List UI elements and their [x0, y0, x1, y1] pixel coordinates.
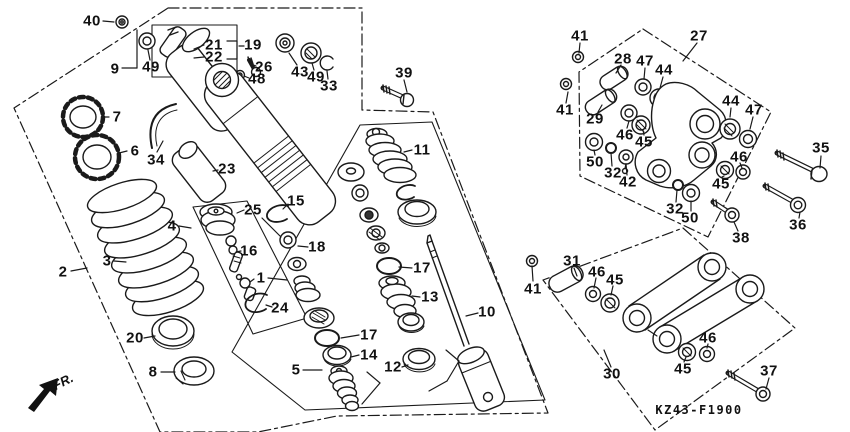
bracket-line [261, 217, 282, 238]
leader-line-40 [102, 20, 115, 23]
leader-line-41 [578, 42, 581, 54]
leader-line-10 [465, 312, 479, 317]
leader-line-47 [749, 116, 754, 130]
leader-line-31 [573, 267, 578, 277]
leader-line-49 [147, 49, 151, 61]
leader-line-30 [603, 349, 612, 368]
leader-line-45 [610, 285, 614, 296]
linkage-parts [525, 50, 828, 402]
leader-line-2 [70, 267, 88, 272]
leader-line-15 [282, 203, 289, 210]
bracket-line [446, 360, 460, 382]
leader-line-43 [288, 52, 298, 66]
bracket-line [361, 382, 381, 405]
leader-line-45 [683, 356, 687, 363]
leader-line-21 [193, 44, 205, 50]
leader-line-41 [565, 91, 569, 104]
leader-line-3 [113, 260, 127, 263]
coil-spring [86, 178, 205, 317]
leader-line-11 [403, 149, 413, 153]
nut-40 [115, 15, 129, 29]
leader-line-32 [675, 189, 678, 203]
leader-line-47 [643, 67, 646, 80]
leader-line-1 [249, 278, 255, 283]
bracket-line [428, 380, 448, 392]
leader-line-34 [156, 140, 164, 153]
leader-line-25 [236, 209, 245, 214]
leader-line-20 [143, 335, 156, 339]
leader-line-46 [706, 343, 709, 349]
shock-absorber-parts [60, 15, 506, 412]
leader-line-29 [597, 104, 603, 113]
leader-line-18 [297, 245, 309, 248]
leader-line-46 [739, 162, 743, 169]
leader-line-50 [593, 149, 596, 156]
diagram-code: KZ43-F1900 [655, 403, 743, 417]
leader-line-36 [798, 211, 801, 219]
leader-line-39 [403, 79, 408, 93]
bracket-line [445, 349, 460, 362]
bracket-line [366, 371, 381, 384]
leader-line-17 [340, 334, 360, 339]
leader-line-27 [682, 42, 698, 62]
leader-line-13 [411, 295, 421, 298]
leader-line-33 [326, 70, 329, 80]
leader-line-14 [350, 354, 360, 358]
leader-line-24 [265, 304, 273, 308]
leader-line-22 [193, 56, 205, 59]
leader-line-6 [118, 150, 128, 154]
leader-line-17 [398, 266, 413, 269]
leader-line-48 [243, 75, 250, 79]
leader-line-38 [733, 221, 739, 232]
leader-line-46 [593, 277, 597, 289]
leader-line-23 [212, 169, 219, 172]
leader-line-44 [729, 107, 732, 118]
leader-line-42 [625, 163, 628, 176]
assembly-borders [13, 7, 796, 432]
leader-line-44 [659, 76, 664, 89]
leader-line-35 [819, 155, 822, 169]
leader-line-32 [610, 152, 613, 167]
leader-line-16 [235, 250, 242, 253]
leader-line-26 [250, 63, 257, 67]
bracket-line [267, 277, 288, 281]
leader-line-37 [765, 377, 770, 390]
leader-line-41 [531, 265, 534, 282]
leader-line-45 [642, 129, 645, 136]
leader-line-46 [626, 120, 630, 129]
fr-direction-arrow [28, 378, 58, 412]
leader-lines [70, 20, 822, 405]
leader-line-12 [401, 364, 409, 368]
leader-line-49 [311, 62, 315, 71]
leader-line-45 [721, 175, 725, 178]
leader-line-28 [615, 64, 622, 74]
leader-line-4 [178, 225, 192, 229]
